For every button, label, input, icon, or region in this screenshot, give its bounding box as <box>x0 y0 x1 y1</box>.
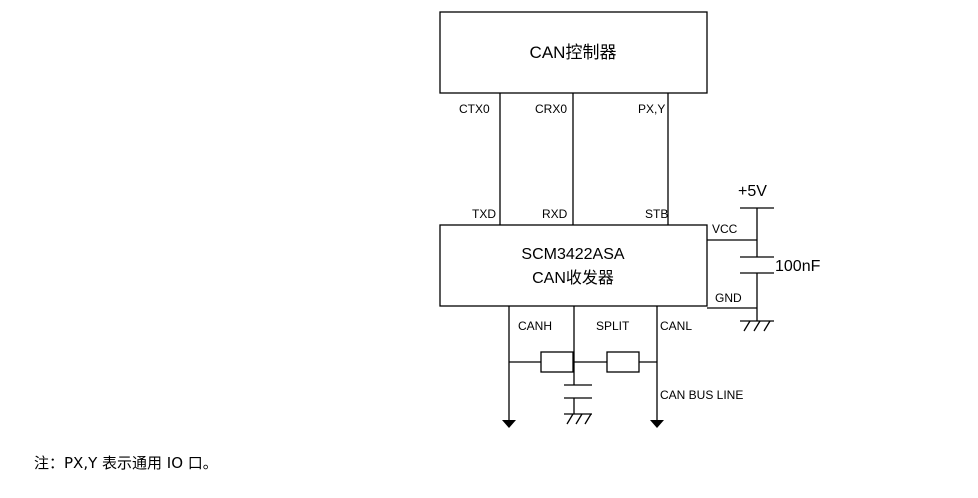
canl-bus-arrow <box>650 420 664 428</box>
pin-stb: STB <box>645 207 668 221</box>
pin-canh: CANH <box>518 319 552 333</box>
pin-split: SPLIT <box>596 319 630 333</box>
transceiver-name: CAN收发器 <box>532 269 614 287</box>
supply-label: +5V <box>738 183 767 200</box>
pin-vcc: VCC <box>712 222 738 236</box>
transceiver-box <box>439 224 708 307</box>
pin-ctx0: CTX0 <box>459 102 490 116</box>
transceiver-model: SCM3422ASA <box>521 246 624 263</box>
controller-title: CAN控制器 <box>530 43 617 62</box>
footnote: 注：PX,Y 表示通用 IO 口。 <box>34 454 218 472</box>
pin-txd: TXD <box>472 207 496 221</box>
pin-crx0: CRX0 <box>535 102 567 116</box>
canh-bus-arrow <box>502 420 516 428</box>
resistor-right <box>606 351 640 373</box>
pin-canl: CANL <box>660 319 692 333</box>
bus-label: CAN BUS LINE <box>660 388 743 402</box>
pin-gnd: GND <box>715 291 742 305</box>
pin-pxy: PX,Y <box>638 102 665 116</box>
pin-rxd: RXD <box>542 207 568 221</box>
capacitor-label: 100nF <box>775 258 821 275</box>
power-network <box>707 207 774 332</box>
resistor-left <box>540 351 574 373</box>
bus-network <box>508 306 658 425</box>
